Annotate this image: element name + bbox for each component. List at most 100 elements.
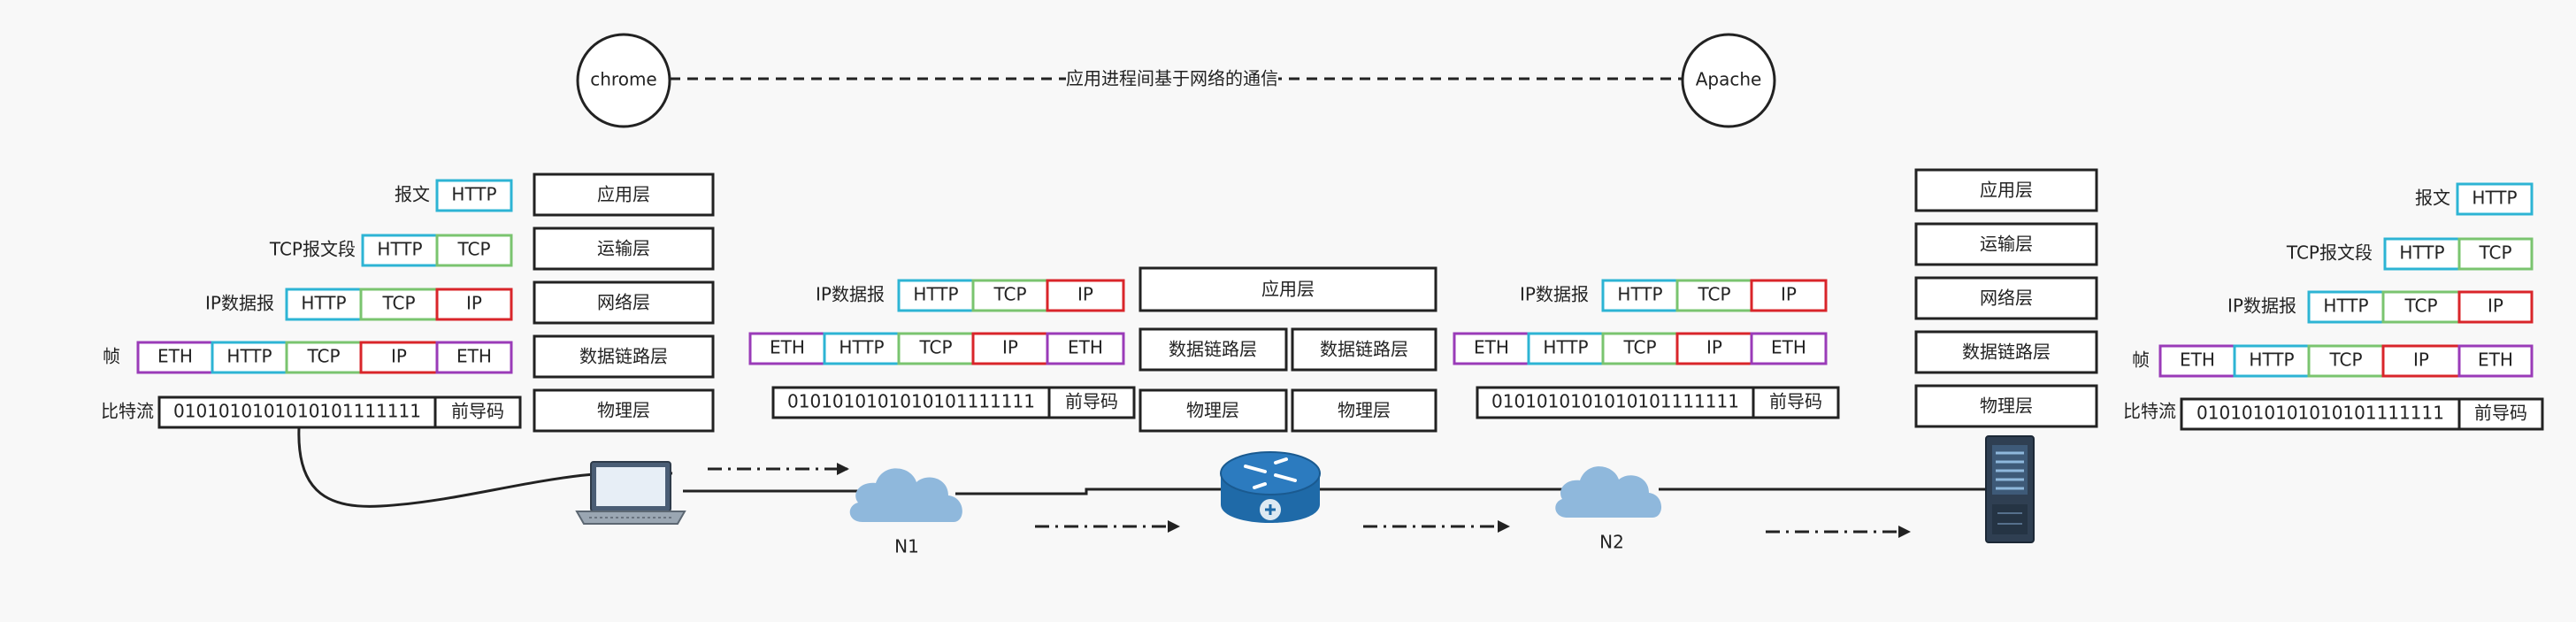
bitstream-box <box>157 395 437 429</box>
cloud-icon <box>1555 466 1662 518</box>
http-header-box <box>823 332 901 365</box>
layer-label: 物理层 <box>1338 400 1391 421</box>
bits-label: 0101010101010101111111 <box>2196 403 2444 424</box>
tcp-header-box <box>2381 290 2461 324</box>
n1-pdus: IP数据报 HTTP TCP IP ETH HTTP TCP IP ETH 01… <box>748 279 1136 419</box>
layer-label: 应用层 <box>597 184 650 205</box>
header-label: IP <box>1002 337 1018 358</box>
preamble-box <box>2457 397 2544 431</box>
eth-header-box <box>2457 344 2534 378</box>
layer-label: 数据链路层 <box>1962 342 2051 363</box>
pdu-label: 报文 <box>395 184 430 205</box>
layer-box <box>533 227 715 271</box>
header-label: HTTP <box>2399 242 2444 264</box>
tcp-header-box <box>971 279 1049 312</box>
header-label: TCP <box>381 293 415 314</box>
header-label: HTTP <box>451 184 496 205</box>
bitstream-box <box>1476 386 1755 419</box>
ip-header-box <box>1675 332 1753 365</box>
header-label: HTTP <box>301 293 346 314</box>
eth-header-box <box>1046 332 1125 365</box>
tcp-header-box <box>2457 237 2534 271</box>
header-label: ETH <box>770 337 805 358</box>
bitstream-box <box>771 386 1051 419</box>
bits-label: 0101010101010101111111 <box>1491 391 1739 412</box>
layer-box <box>533 280 715 325</box>
pdu-label: 比特流 <box>101 401 154 422</box>
eth-header-box <box>1750 332 1828 365</box>
bits-label: 0101010101010101111111 <box>173 401 421 422</box>
header-label: HTTP <box>839 337 884 358</box>
n2-pdus: IP数据报 HTTP TCP IP ETH HTTP TCP IP ETH 01… <box>1453 279 1840 419</box>
layer-label: 网络层 <box>1980 288 2033 309</box>
server-pdus: 报文 HTTP TCP报文段 HTTP TCP IP数据报 HTTP TCP I… <box>2123 182 2544 431</box>
header-label: TCP <box>2478 242 2511 264</box>
header-label: HTTP <box>2472 188 2517 209</box>
apache-label: Apache <box>1696 69 1762 90</box>
layer-box <box>1138 327 1288 372</box>
layer-box <box>1291 327 1438 372</box>
apache-process-circle <box>1681 33 1776 128</box>
layer-box <box>1914 222 2098 266</box>
header-label: ETH <box>157 346 193 367</box>
chrome-label: chrome <box>590 69 656 90</box>
header-label: ETH <box>1474 337 1509 358</box>
laptop-icon <box>575 461 686 525</box>
header-label: IP <box>1781 284 1797 305</box>
network-label-n2: N2 <box>1599 532 1624 553</box>
cloud-icon <box>849 468 962 522</box>
ip-header-box <box>971 332 1049 365</box>
preamble-label: 前导码 <box>1065 391 1118 412</box>
header-label: IP <box>1706 337 1722 358</box>
header-label: TCP <box>2404 296 2437 317</box>
header-label: IP <box>1077 284 1093 305</box>
preamble-box <box>1752 386 1840 419</box>
client-pdus: 报文 HTTP TCP报文段 HTTP TCP IP数据报 HTTP TCP I… <box>101 179 522 429</box>
header-label: IP <box>466 293 482 314</box>
layer-label: 应用层 <box>1980 180 2033 201</box>
network-label-n1: N1 <box>894 536 919 557</box>
layer-box <box>1138 266 1438 312</box>
header-label: TCP <box>1622 337 1656 358</box>
layer-label: 运输层 <box>1980 234 2033 255</box>
preamble-label: 前导码 <box>1769 391 1822 412</box>
header-label: TCP <box>1697 284 1730 305</box>
header-label: IP <box>2413 349 2429 371</box>
header-label: ETH <box>2180 349 2215 371</box>
header-label: TCP <box>456 239 490 260</box>
header-label: HTTP <box>377 239 422 260</box>
layer-box <box>1914 276 2098 320</box>
header-label: ETH <box>456 346 492 367</box>
header-label: TCP <box>2328 349 2362 371</box>
layer-label: 数据链路层 <box>1169 339 1257 360</box>
link-n1-router <box>955 488 1225 495</box>
bitstream-box <box>2180 397 2461 431</box>
pdu-label: TCP报文段 <box>269 239 356 260</box>
layer-label: 网络层 <box>597 292 650 313</box>
layer-label: 数据链路层 <box>1320 339 1408 360</box>
eth-header-box <box>435 341 513 374</box>
header-label: HTTP <box>2249 349 2294 371</box>
ip-header-box <box>2457 290 2534 324</box>
ip-header-box <box>359 341 439 374</box>
layer-box <box>1914 384 2098 428</box>
pdu-label: IP数据报 <box>1520 284 1589 305</box>
pdu-label: IP数据报 <box>816 284 885 305</box>
pdu-label: IP数据报 <box>2227 296 2296 317</box>
header-label: ETH <box>1771 337 1806 358</box>
layer-label: 应用层 <box>1261 279 1315 300</box>
preamble-box <box>1047 386 1136 419</box>
pdu-label: TCP报文段 <box>2286 242 2373 264</box>
ip-header-box <box>435 288 513 321</box>
server-icon <box>1985 435 2035 543</box>
layer-box <box>1138 388 1288 433</box>
layer-label: 物理层 <box>1186 400 1239 421</box>
http-header-box <box>1601 279 1679 312</box>
header-label: IP <box>391 346 407 367</box>
layer-box <box>533 173 715 217</box>
layer-box <box>1291 388 1438 433</box>
header-label: HTTP <box>1617 284 1662 305</box>
tcp-header-box <box>1601 332 1679 365</box>
header-label: ETH <box>2478 349 2513 371</box>
